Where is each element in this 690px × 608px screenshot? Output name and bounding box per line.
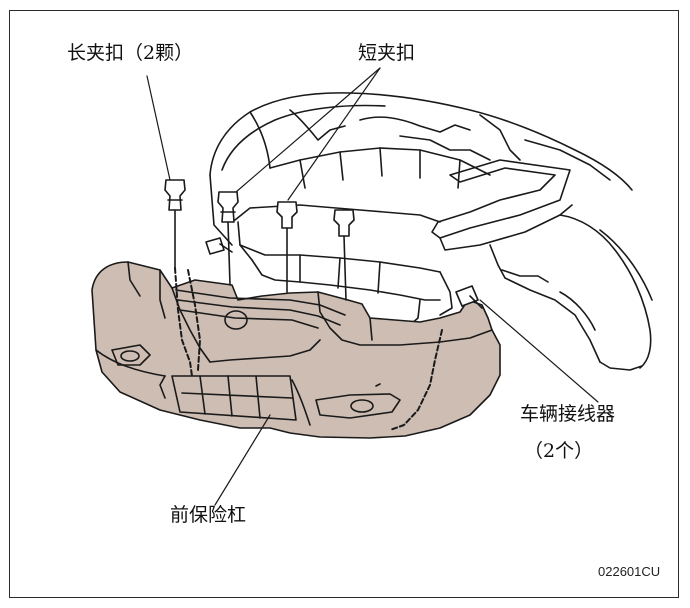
long-clip-icon bbox=[164, 179, 186, 269]
figure-code: 022601CU bbox=[598, 564, 661, 579]
front-bumper-label: 前保险杠 bbox=[170, 504, 247, 526]
vehicle-connector-label: 车辆接线器 bbox=[520, 403, 616, 425]
short-clip-icon bbox=[276, 201, 298, 293]
short-clip-icon-2 bbox=[333, 209, 355, 301]
long-clip-label: 长夹扣（2颗） bbox=[67, 42, 194, 64]
front-bumper-shape bbox=[91, 261, 501, 439]
long-clip-icon-2 bbox=[217, 191, 239, 286]
vehicle-connector-icon bbox=[205, 237, 483, 309]
vehicle-connector-count-label: （2个） bbox=[524, 440, 594, 462]
leader-lines bbox=[146, 67, 599, 506]
bumper-wiring bbox=[174, 267, 443, 431]
short-clip-label: 短夹扣 bbox=[358, 42, 416, 64]
vehicle-body bbox=[209, 92, 653, 371]
